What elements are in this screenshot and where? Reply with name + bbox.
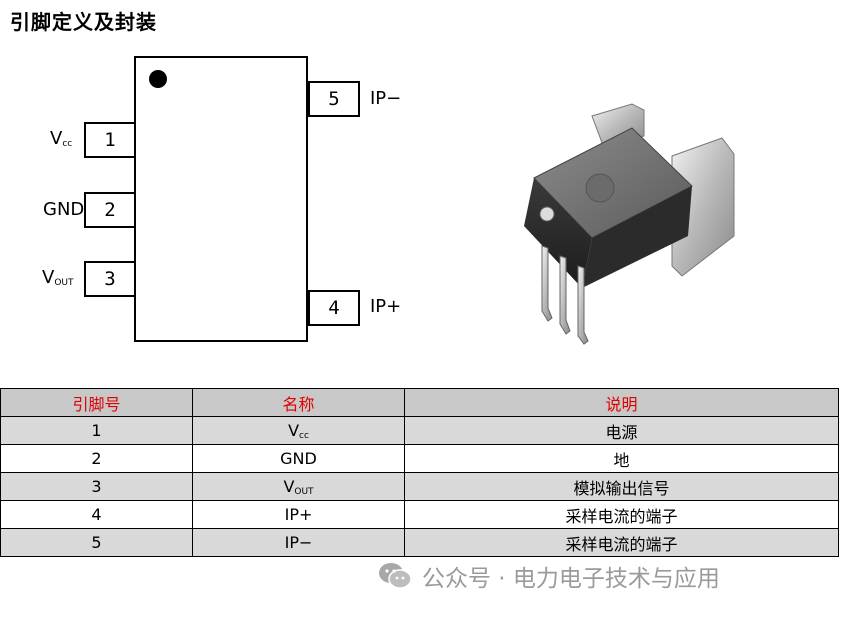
header-pin-number: 引脚号 [0, 388, 193, 417]
cell-name: IP− [192, 528, 405, 557]
pin-label-5: IP− [370, 88, 402, 109]
table-row: 1 Vcc 电源 [0, 416, 839, 445]
cell-name: VOUT [192, 472, 405, 501]
pin-box-4: 4 [308, 290, 360, 326]
pin-label-1: Vcc [50, 128, 73, 149]
cell-description: 地 [404, 444, 839, 473]
cell-pin-number: 2 [0, 444, 193, 473]
pin-box-5: 5 [308, 81, 360, 117]
cell-pin-number: 4 [0, 500, 193, 529]
pin-label-3: VOUT [42, 267, 74, 288]
table-row: 2 GND 地 [0, 444, 839, 473]
cell-pin-number: 1 [0, 416, 193, 445]
pin-label-4: IP+ [370, 296, 402, 317]
page-title: 引脚定义及封装 [10, 10, 157, 34]
table-header-row: 引脚号 名称 说明 [0, 388, 839, 417]
pin-definition-table: 引脚号 名称 说明 1 Vcc 电源 2 GND 地 3 VOUT 模拟输出信号… [0, 388, 839, 557]
cell-name: Vcc [192, 416, 405, 445]
cell-description: 模拟输出信号 [404, 472, 839, 501]
watermark-text: 公众号 · 电力电子技术与应用 [422, 566, 720, 592]
cell-pin-number: 3 [0, 472, 193, 501]
table-row: 4 IP+ 采样电流的端子 [0, 500, 839, 529]
pin-label-2: GND [43, 199, 85, 220]
table-row: 5 IP− 采样电流的端子 [0, 528, 839, 557]
table-row: 3 VOUT 模拟输出信号 [0, 472, 839, 501]
pin-box-2: 2 [84, 192, 136, 228]
pin-box-1: 1 [84, 122, 136, 158]
package-photo [524, 103, 735, 345]
chip-body [134, 56, 308, 342]
cell-description: 电源 [404, 416, 839, 445]
cell-name: GND [192, 444, 405, 473]
cell-description: 采样电流的端子 [404, 528, 839, 557]
pin1-marker-dot [149, 70, 167, 88]
watermark: 公众号 · 电力电子技术与应用 [378, 559, 720, 593]
cell-description: 采样电流的端子 [404, 500, 839, 529]
header-name: 名称 [192, 388, 405, 417]
wechat-icon [379, 563, 412, 589]
header-description: 说明 [404, 388, 839, 417]
cell-name: IP+ [192, 500, 405, 529]
pin-box-3: 3 [84, 261, 136, 297]
cell-pin-number: 5 [0, 528, 193, 557]
